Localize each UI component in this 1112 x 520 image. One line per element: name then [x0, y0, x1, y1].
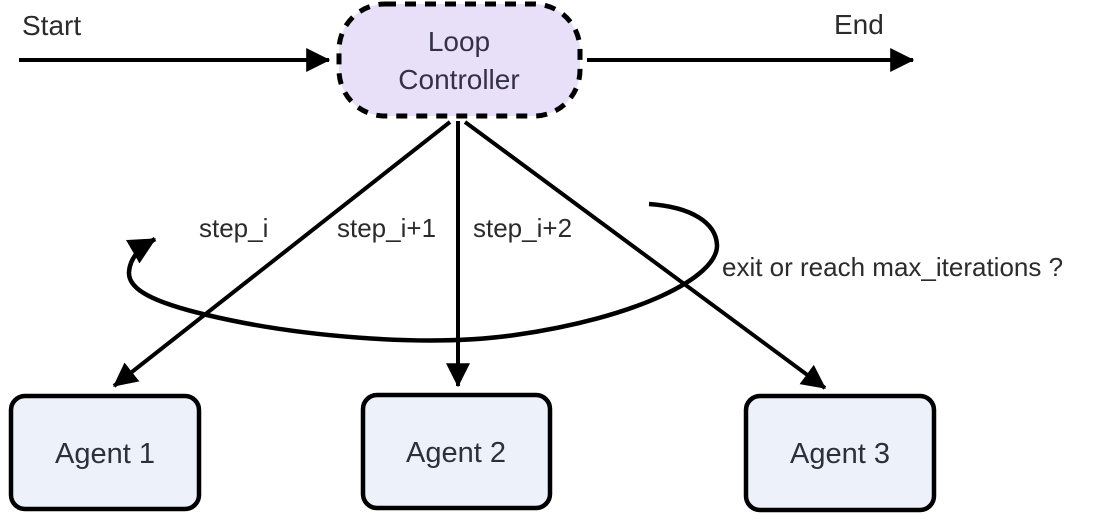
edge-label-step-i1: step_i+1: [337, 213, 436, 243]
agent-2-label: Agent 2: [406, 437, 506, 469]
agent-1-node: [8, 393, 202, 512]
agent-1-label: Agent 1: [55, 438, 155, 470]
loop-controller-label-line2: Controller: [398, 64, 519, 95]
loop-controller-node: [336, 1, 583, 119]
edges: [19, 48, 915, 390]
edge-to-agent-3: [463, 120, 827, 390]
agent-3-node: [743, 393, 937, 513]
edge-label-exit-condition: exit or reach max_iterations ?: [722, 252, 1063, 282]
end-label: End: [834, 9, 884, 40]
edge-label-step-i: step_i: [199, 213, 268, 243]
edge-to-agent-1: [112, 120, 452, 388]
edge-label-step-i2: step_i+2: [473, 213, 572, 243]
loop-back-curve: [126, 201, 720, 343]
loop-controller-label-line1: Loop: [428, 26, 490, 57]
agent-2-node: [360, 392, 553, 511]
start-label: Start: [22, 10, 81, 41]
agent-3-label: Agent 3: [790, 438, 890, 470]
